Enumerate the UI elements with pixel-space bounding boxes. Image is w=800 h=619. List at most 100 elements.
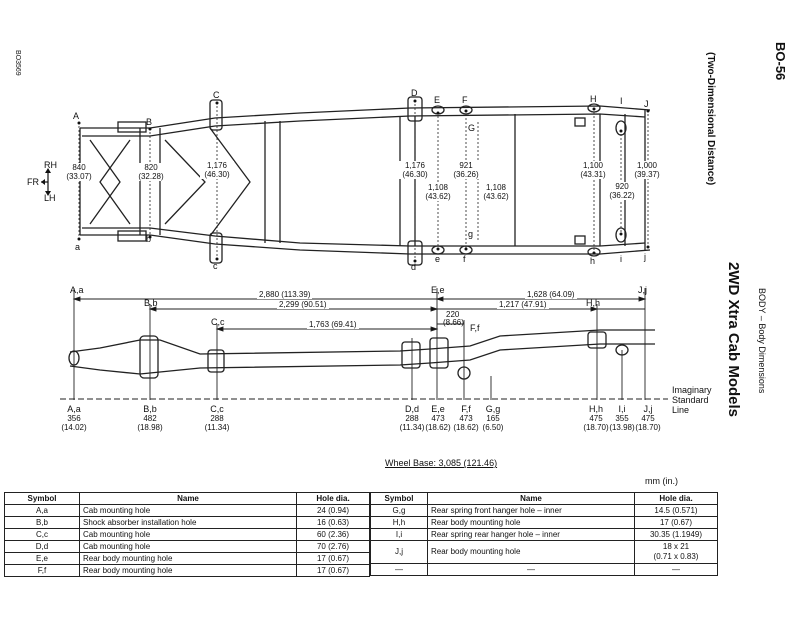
plan-point-label: I: [620, 96, 623, 106]
rh-label: RH: [44, 160, 57, 170]
table-header: Symbol: [370, 492, 428, 505]
plan-point-label: b: [146, 234, 152, 244]
span-dimension: (8.66): [443, 318, 464, 327]
section-title: BODY – Body Dimensions: [757, 288, 767, 394]
plan-point-label: D: [411, 88, 418, 98]
symbol-cell: I,i: [370, 528, 428, 541]
symbol-cell: —: [370, 563, 428, 576]
side-point-label: B,b: [144, 298, 158, 308]
frame-plan-view: [77, 96, 651, 266]
side-point-label: J,j: [638, 285, 647, 295]
side-point-label: C,c: [211, 317, 225, 327]
dia-cell: 17 (0.67): [296, 552, 370, 565]
table-header: Hole dia.: [296, 492, 370, 505]
dia-cell: 17 (0.67): [296, 564, 370, 577]
dia-cell: —: [634, 563, 718, 576]
name-cell: Rear body mounting hole: [427, 516, 635, 529]
plan-point-label: h: [590, 256, 596, 266]
span-dimension: 2,880 (113.39): [257, 290, 313, 299]
plan-point-label: E: [434, 95, 441, 105]
name-cell: Cab mounting hole: [79, 540, 297, 553]
dia-cell: 14.5 (0.571): [634, 504, 718, 517]
direction-arrows-icon: [41, 168, 51, 196]
table-header: Name: [427, 492, 635, 505]
dia-cell: 16 (0.63): [296, 516, 370, 529]
plan-point-label: f: [463, 254, 466, 264]
dia-cell: 18 x 21(0.71 x 0.83): [634, 540, 718, 564]
plan-dimension: 820(32.28): [134, 163, 168, 181]
table-row: ———: [370, 563, 718, 576]
plan-point-label: B: [146, 117, 153, 127]
symbol-cell: J,j: [370, 540, 428, 564]
span-dimension: 2,299 (90.51): [277, 300, 329, 309]
span-dimension: 1,763 (69.41): [307, 320, 359, 329]
name-cell: Rear spring front hanger hole – inner: [427, 504, 635, 517]
name-cell: Rear body mounting hole: [427, 540, 635, 564]
plan-dimension: 1,176(46.30): [200, 161, 234, 179]
span-dimension: 220: [446, 310, 460, 319]
plan-point-label: j: [644, 252, 646, 262]
plan-point-label: e: [435, 254, 441, 264]
plan-point-label: A: [73, 111, 80, 121]
name-cell: Rear spring rear hanger hole – inner: [427, 528, 635, 541]
name-cell: Shock absorber installation hole: [79, 516, 297, 529]
plan-point-label: F: [462, 95, 468, 105]
plan-dimension: 840(33.07): [62, 163, 96, 181]
span-dimension: 1,628 (64.09): [525, 290, 577, 299]
name-cell: Rear body mounting hole: [79, 552, 297, 565]
plan-point-label: C: [213, 90, 220, 100]
table-header: Hole dia.: [634, 492, 718, 505]
wheel-base: Wheel Base: 3,085 (121.46): [385, 458, 498, 468]
name-cell: Cab mounting hole: [79, 504, 297, 517]
plan-point-label: G: [468, 123, 476, 133]
symbol-cell: B,b: [4, 516, 80, 529]
side-point-label: A,a: [70, 285, 84, 295]
symbol-cell: G,g: [370, 504, 428, 517]
table-header: Symbol: [4, 492, 80, 505]
symbol-cell: E,e: [4, 552, 80, 565]
plan-point-label: g: [468, 229, 474, 239]
symbol-cell: H,h: [370, 516, 428, 529]
plan-point-label: d: [411, 262, 417, 272]
plan-point-label: a: [75, 242, 81, 252]
dia-cell: 70 (2.76): [296, 540, 370, 553]
frame-side-view: [60, 288, 668, 400]
lh-label: LH: [44, 193, 56, 203]
fr-label: FR: [27, 177, 39, 187]
plan-dimension: 1,108(43.62): [421, 183, 455, 201]
table-header-row: Symbol Name Hole dia.: [370, 492, 718, 505]
symbol-cell: D,d: [4, 540, 80, 553]
symbol-cell: A,a: [4, 504, 80, 517]
plan-dimension: 1,000(39.37): [630, 161, 664, 179]
plan-point-label: c: [213, 261, 218, 271]
dia-cell: 24 (0.94): [296, 504, 370, 517]
name-cell: Rear body mounting hole: [79, 564, 297, 577]
side-point-label: E,e: [431, 285, 445, 295]
plan-dimension: 921(36.26): [449, 161, 483, 179]
plan-dimension: 920(36.22): [605, 182, 639, 200]
symbol-cell: C,c: [4, 528, 80, 541]
name-cell: —: [427, 563, 635, 576]
table-header: Name: [79, 492, 297, 505]
plan-point-label: i: [620, 254, 622, 264]
table-header-row: Symbol Name Hole dia.: [4, 492, 370, 505]
